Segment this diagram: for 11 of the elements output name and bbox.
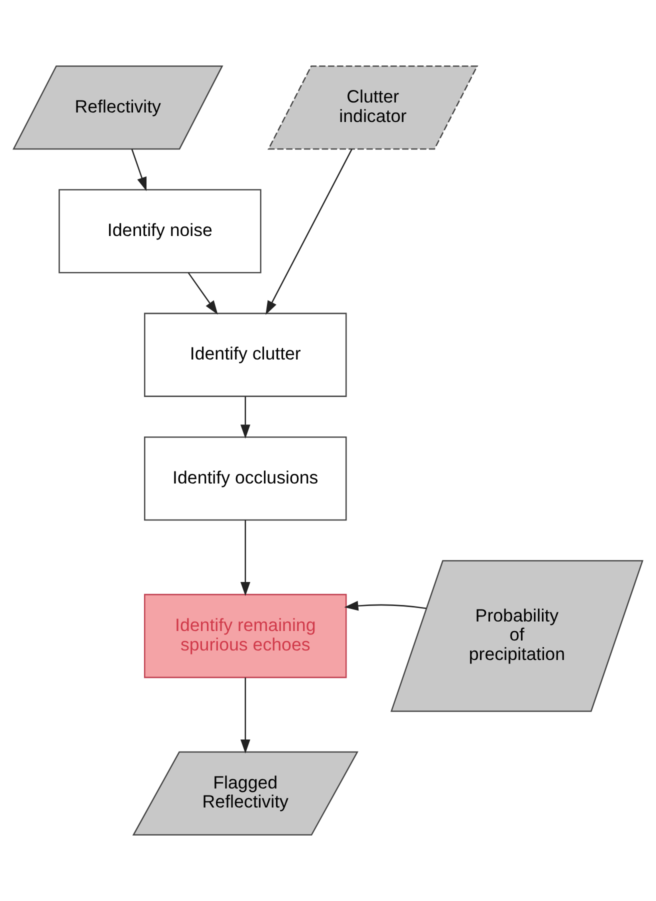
node-box: Identify clutter: [144, 312, 347, 397]
arrow: [240, 678, 250, 754]
node-box: Identify occlusions: [144, 436, 347, 521]
arrow: [344, 600, 426, 611]
arrow: [266, 148, 352, 315]
arrow: [131, 148, 147, 192]
arrow: [188, 272, 218, 315]
arrow: [240, 396, 250, 439]
node-box: Identify noise: [58, 189, 262, 274]
arrow: [240, 520, 250, 596]
node-box: Identify remaining spurious echoes: [144, 594, 347, 678]
